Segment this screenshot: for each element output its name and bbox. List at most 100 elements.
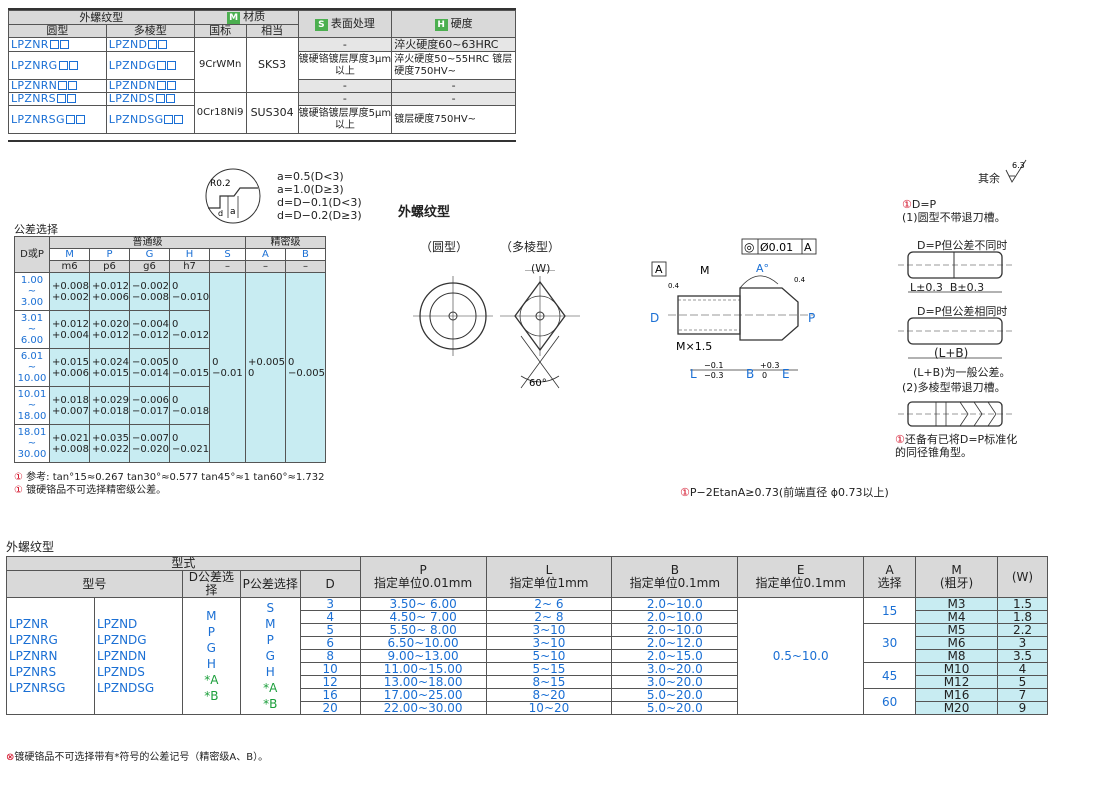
table-row-l: 3~10: [485, 623, 613, 637]
tol-m6-0: +0.008+0.002: [48, 272, 91, 311]
spec-surface-1: 镀硬铬镀层厚度3μm以上: [297, 51, 393, 80]
main-hdr-w: (W): [996, 556, 1049, 598]
tol-col-g: G: [129, 248, 171, 261]
table-row-p: 5.50~ 8.00: [359, 623, 487, 637]
table-row-d: 8: [299, 649, 361, 663]
table-row-b: 2.0~10.0: [611, 610, 739, 624]
svg-text:A: A: [804, 241, 812, 254]
svg-text:0: 0: [762, 371, 767, 380]
spec-mat-equiv-1: SUS304: [245, 92, 299, 134]
table-row-w: 9: [996, 701, 1049, 715]
table-row-p: 6.50~10.00: [359, 636, 487, 650]
svg-text:−0.1: −0.1: [704, 361, 723, 370]
main-a-45: 45: [863, 662, 917, 689]
tolerance-title: 公差选择: [14, 223, 58, 236]
svg-text:A: A: [655, 263, 663, 276]
dp-same-dim: (L+B): [934, 346, 969, 360]
tol-m6-2: +0.015+0.006: [48, 348, 91, 387]
tol-fit-m6: m6: [48, 260, 91, 273]
tol-precision-header: 精密级: [244, 236, 327, 249]
spec-round-4: LPZNRSG: [8, 105, 107, 134]
main-hdr-dtol: D公差选择: [181, 570, 241, 598]
table-row-p: 13.00~18.00: [359, 675, 487, 689]
table-row-w: 3: [996, 636, 1049, 650]
table-row-w: 1.5: [996, 597, 1049, 611]
angle-60: 60°: [529, 378, 547, 389]
spec-mat-equiv-0: SKS3: [245, 37, 299, 93]
svg-text:0.4: 0.4: [668, 282, 680, 290]
hdr-national: 国标: [193, 24, 247, 38]
tol-fit-h7: h7: [169, 260, 211, 273]
spec-round-0: LPZNR: [8, 37, 107, 52]
tol-h7-2: 0−0.015: [169, 348, 211, 387]
table-row-w: 4: [996, 662, 1049, 676]
table-row-p: 9.00~13.00: [359, 649, 487, 663]
svg-text:M×1.5: M×1.5: [676, 340, 712, 353]
table-row-m: M4: [915, 610, 998, 624]
spec-round-1: LPZNRG: [8, 51, 107, 80]
main-footnote: ⊗镀硬铬品不可选择带有*符号的公差记号（精密级A、B）。: [6, 752, 269, 763]
main-hdr-type: 型式: [6, 556, 361, 571]
end-views-diagram: 60°: [413, 270, 580, 389]
hdr-round: 圆型: [8, 24, 107, 38]
tol-m6-1: +0.012+0.004: [48, 310, 91, 349]
tol-fit-g6: g6: [129, 260, 171, 273]
svg-text:M: M: [700, 264, 710, 277]
spec-hardness-2: -: [391, 79, 516, 93]
tol-col-b: B: [284, 248, 327, 261]
table-row-d: 3: [299, 597, 361, 611]
tol-m6-4: +0.021+0.008: [48, 424, 91, 463]
table-row-d: 6: [299, 636, 361, 650]
table-row-d: 20: [299, 701, 361, 715]
svg-text:◎: ◎: [744, 240, 754, 254]
table-row-p: 11.00~15.00: [359, 662, 487, 676]
tol-fit-p6: p6: [89, 260, 131, 273]
spec-poly-2: LPZNDN: [105, 79, 195, 93]
table-row-p: 4.50~ 7.00: [359, 610, 487, 624]
main-hdr-ptol: P公差选择: [239, 570, 301, 598]
tol-dp-header: D或P: [14, 236, 50, 273]
spec-surface-4: 镀硬铬镀层厚度5μm以上: [297, 105, 393, 134]
table-row-b: 3.0~20.0: [611, 675, 739, 689]
table-row-l: 5~15: [485, 662, 613, 676]
tol-g6-1: −0.004−0.012: [129, 310, 171, 349]
tol-g6-0: −0.002−0.008: [129, 272, 171, 311]
table-row-p: 17.00~25.00: [359, 688, 487, 702]
tol-fit-s: –: [209, 260, 246, 273]
tol-fit-a: –: [244, 260, 286, 273]
svg-text:D: D: [650, 311, 659, 325]
table-row-l: 10~20: [485, 701, 613, 715]
table-row-l: 5~10: [485, 649, 613, 663]
table-row-m: M20: [915, 701, 998, 715]
main-title: 外螺纹型: [6, 540, 55, 554]
top-rule: [8, 8, 516, 10]
hardness-badge: H: [434, 18, 448, 31]
spec-hardness-1: 淬火硬度50~55HRC 镀层硬度750HV~: [391, 51, 516, 80]
main-hdr-model: 型号: [6, 570, 183, 598]
pin-drawing: ◎ Ø0.01 A A M A° D P M×1.5 L −0.1 −0.3 B…: [650, 238, 817, 381]
poly-label: （多棱型）: [500, 240, 561, 254]
tol-h7-1: 0−0.012: [169, 310, 211, 349]
table-row-p: 3.50~ 6.00: [359, 597, 487, 611]
tol-fit-b: –: [284, 260, 327, 273]
table-row-d: 10: [299, 662, 361, 676]
spec-hardness-0: 淬火硬度60~63HRC: [391, 37, 516, 52]
tol-p6-3: +0.029+0.018: [89, 386, 131, 425]
spec-poly-0: LPZND: [105, 37, 195, 52]
svg-text:0.4: 0.4: [794, 276, 806, 284]
section-title: 外螺纹型: [398, 205, 451, 220]
tol-p6-0: +0.012+0.006: [89, 272, 131, 311]
table-row-b: 2.0~10.0: [611, 597, 739, 611]
spec-surface-0: -: [297, 37, 393, 52]
roughness-symbol-icon: 6.3: [1005, 159, 1027, 183]
table-row-l: 2~ 8: [485, 610, 613, 624]
table-row-d: 4: [299, 610, 361, 624]
